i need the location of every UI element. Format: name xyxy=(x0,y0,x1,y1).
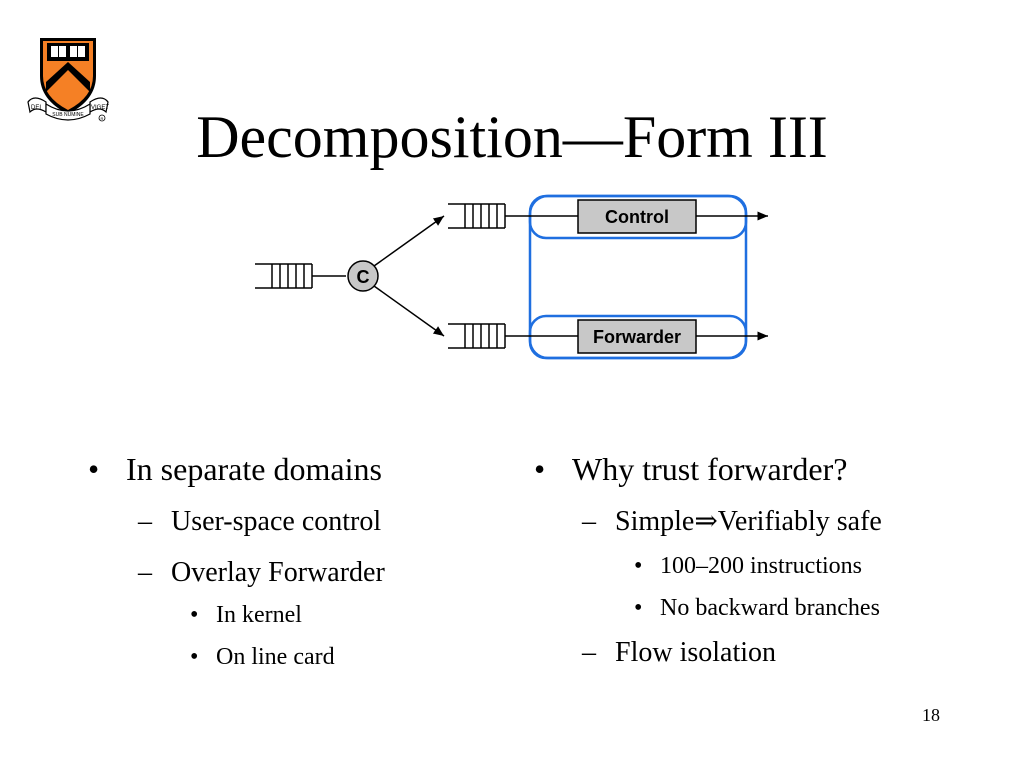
bullet-mark: • xyxy=(88,451,100,487)
right-bullet-text: Why trust forwarder? xyxy=(572,451,848,487)
left-bullet: • In separate domains xyxy=(88,449,382,489)
right-item-2-text: Flow isolation xyxy=(615,637,777,668)
control-box: Control xyxy=(577,199,697,234)
branch-to-forwarder-queue xyxy=(373,285,445,337)
left-bullet-text: In separate domains xyxy=(126,451,382,487)
forwarder-box-label: Forwarder xyxy=(593,327,681,347)
forwarder-box: Forwarder xyxy=(577,319,697,354)
page-number: 18 xyxy=(922,705,940,725)
right-item-1-text: Simple⇒Verifiably safe xyxy=(615,506,882,537)
input-queue xyxy=(255,263,313,289)
logo-motto-dei: DEI xyxy=(31,105,41,111)
dash-mark: – xyxy=(582,506,596,537)
left-subitem-1-text: In kernel xyxy=(216,602,302,628)
left-subitem-2: • On line card xyxy=(190,642,335,672)
logo-motto-sub-numine: SUB NUMINE xyxy=(52,112,84,118)
right-subitem-2-text: No backward branches xyxy=(660,595,880,621)
dash-mark: – xyxy=(582,637,596,668)
decomposition-diagram: C xyxy=(255,194,768,360)
bullet-mark: • xyxy=(634,595,643,621)
svg-text:R: R xyxy=(101,116,104,121)
right-item-2: – Flow isolation xyxy=(582,636,776,670)
slide-title: Decomposition—Form III xyxy=(196,104,828,170)
right-subitem-1: • 100–200 instructions xyxy=(634,551,862,581)
right-bullet: • Why trust forwarder? xyxy=(534,449,847,489)
bullet-mark: • xyxy=(534,451,546,487)
right-item-1: – Simple⇒Verifiably safe xyxy=(582,505,882,539)
bullet-mark: • xyxy=(190,602,199,628)
forwarder-domain-outline xyxy=(528,314,748,360)
left-item-1: – User-space control xyxy=(138,505,381,539)
bullet-mark: • xyxy=(190,644,199,670)
bullet-mark: • xyxy=(634,553,643,579)
dash-mark: – xyxy=(138,557,152,588)
dash-mark: – xyxy=(138,506,152,537)
princeton-shield-logo: DEI SUB NUMINE VIGET R xyxy=(27,38,109,122)
control-box-label: Control xyxy=(605,207,669,227)
forwarder-queue xyxy=(448,323,506,349)
left-subitem-2-text: On line card xyxy=(216,644,335,670)
left-item-2-text: Overlay Forwarder xyxy=(171,557,385,588)
classifier-label: C xyxy=(357,267,370,287)
left-item-1-text: User-space control xyxy=(171,506,382,537)
branch-to-control-queue xyxy=(373,215,445,267)
right-column: • Why trust forwarder? – Simple⇒Verifiab… xyxy=(500,0,1024,768)
left-column: • In separate domains – User-space contr… xyxy=(0,0,500,768)
right-subitem-2: • No backward branches xyxy=(634,593,880,623)
control-domain-outline xyxy=(528,194,748,240)
logo-motto-viget: VIGET xyxy=(91,105,109,111)
classifier-node: C xyxy=(347,260,379,292)
left-subitem-1: • In kernel xyxy=(190,600,302,630)
right-subitem-1-text: 100–200 instructions xyxy=(660,553,862,579)
left-item-2: – Overlay Forwarder xyxy=(138,556,385,590)
